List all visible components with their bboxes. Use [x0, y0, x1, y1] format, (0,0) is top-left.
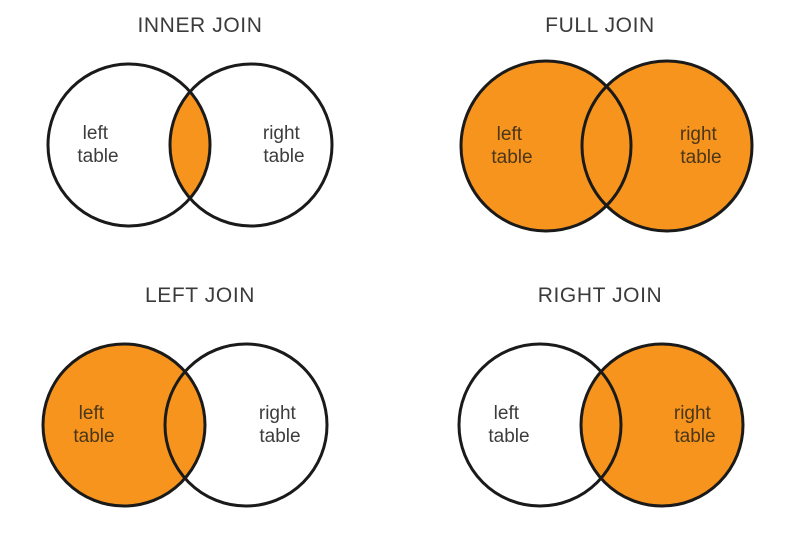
right-table-label-line2: table: [674, 426, 715, 447]
left-circle-outline-inner-join: [46, 62, 212, 228]
right-circle-full-join: [582, 61, 752, 231]
right-table-label-line2: table: [263, 146, 304, 167]
left-circle-left-join: [43, 344, 205, 506]
venn-svg-left-join: left table right table: [41, 342, 329, 508]
right-table-label-inner-join: right table: [263, 123, 305, 167]
left-table-label-line2: table: [77, 146, 118, 167]
panel-title-left-join: LEFT JOIN: [144, 284, 256, 307]
right-table-label-right-join: right table: [674, 403, 716, 447]
right-circle-outline-left-join: [163, 342, 329, 508]
left-circle-right-join: [459, 344, 621, 506]
right-table-label-left-join: right table: [259, 403, 301, 447]
panel-title-inner-join: INNER JOIN: [137, 14, 263, 37]
left-table-label-inner-join: left table: [77, 123, 118, 167]
venn-svg-inner-join: left table right table: [46, 62, 334, 228]
venn-svg-full-join: left table right table: [459, 59, 754, 233]
panel-title-full-join: FULL JOIN: [545, 14, 655, 37]
right-table-label-line1: right: [259, 403, 297, 424]
right-table-label-full-join: right table: [680, 124, 722, 168]
right-table-label-line1: right: [674, 403, 712, 424]
venn-left-join: left table right table: [24, 328, 364, 528]
right-circle-outline-right-join: [579, 342, 745, 508]
venn-right-join: left table right table: [448, 328, 778, 528]
right-circle-right-join: [581, 344, 743, 506]
left-table-label-line1: left: [494, 403, 520, 424]
right-circle-outline-inner-join: [168, 62, 334, 228]
left-circle-outline-left-join: [41, 342, 207, 508]
right-table-label-line2: table: [680, 147, 721, 168]
left-circle-full-join: [461, 61, 631, 231]
left-table-label-line1: left: [497, 124, 523, 145]
venn-inner-join: left table right table: [36, 43, 366, 243]
venn-full-join: left table right table: [450, 36, 770, 256]
left-table-label-line2: table: [491, 147, 532, 168]
panel-left-join: LEFT JOIN left table right: [0, 284, 400, 537]
left-table-label-line1: left: [79, 403, 105, 424]
venn-svg-right-join: left table right table: [457, 342, 745, 508]
right-table-label-line2: table: [259, 426, 300, 447]
right-circle-outline-full-join: [580, 59, 754, 233]
panel-right-join: RIGHT JOIN left table right: [400, 284, 800, 537]
left-table-label-left-join: left table: [73, 403, 114, 447]
panel-title-right-join: RIGHT JOIN: [537, 284, 663, 307]
left-circle-outline-full-join: [459, 59, 633, 233]
left-table-label-line2: table: [488, 426, 529, 447]
left-table-label-line1: left: [83, 123, 109, 144]
right-table-label-line1: right: [263, 123, 301, 144]
panel-inner-join: INNER JOIN lef: [0, 14, 400, 269]
panel-full-join: FULL JOIN left table right: [400, 14, 800, 269]
left-table-label-line2: table: [73, 426, 114, 447]
left-table-label-right-join: left table: [488, 403, 529, 447]
right-table-label-line1: right: [680, 124, 718, 145]
left-table-label-full-join: left table: [491, 124, 532, 168]
right-circle-left-join: [165, 344, 327, 506]
left-circle-outline-right-join: [457, 342, 623, 508]
right-circle-inner-join: [170, 64, 332, 226]
left-circle-inner-join: [48, 64, 210, 226]
